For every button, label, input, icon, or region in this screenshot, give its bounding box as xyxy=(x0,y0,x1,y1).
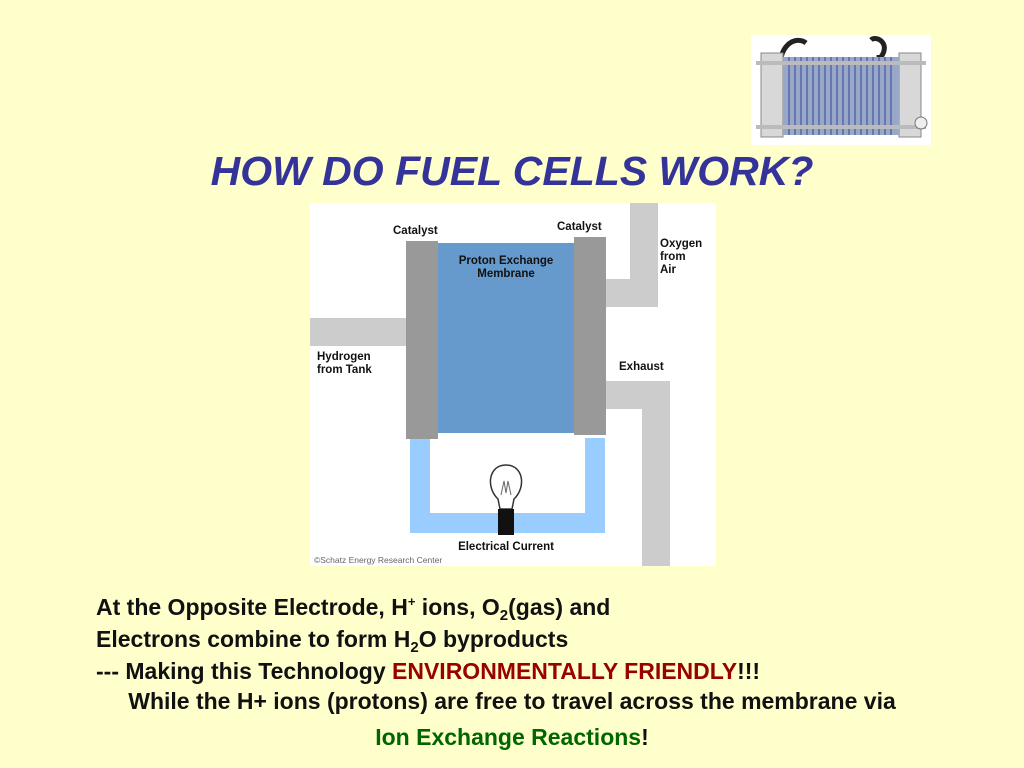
label-exhaust: Exhaust xyxy=(619,361,664,373)
label-membrane-2: Membrane xyxy=(477,268,535,280)
proton-exchange-membrane xyxy=(438,243,574,433)
oxygen-inlet-pipe-horizontal xyxy=(602,279,658,307)
ion-exchange-text: Ion Exchange Reactions xyxy=(375,724,642,750)
exhaust-pipe-vertical xyxy=(642,381,670,566)
fuel-cell-diagram: Catalyst Catalyst Proton Exchange Membra… xyxy=(310,203,716,566)
label-oxygen-3: Air xyxy=(660,264,677,276)
label-oxygen-2: from xyxy=(660,251,686,263)
explanation-text: At the Opposite Electrode, H+ ions, O2(g… xyxy=(96,591,760,687)
label-catalyst-right: Catalyst xyxy=(557,221,602,233)
fuel-cell-photo xyxy=(751,35,931,145)
environmentally-friendly-text: ENVIRONMENTALLY FRIENDLY xyxy=(392,658,738,684)
label-catalyst-left: Catalyst xyxy=(393,225,438,237)
label-hydrogen-1: Hydrogen xyxy=(317,351,371,363)
hydrogen-inlet-pipe xyxy=(310,318,410,346)
protons-line: While the H+ ions (protons) are free to … xyxy=(128,688,896,714)
ion-exchange-line: Ion Exchange Reactions! xyxy=(375,724,649,750)
label-hydrogen-2: from Tank xyxy=(317,364,372,376)
copyright-text: ©Schatz Energy Research Center xyxy=(314,555,442,565)
label-current: Electrical Current xyxy=(458,541,554,553)
explanation-line-2: Electrons combine to form H2O byproducts xyxy=(96,626,569,656)
catalyst-right xyxy=(574,237,606,435)
page-title: HOW DO FUEL CELLS WORK? xyxy=(210,148,814,194)
light-bulb-icon xyxy=(489,464,523,535)
label-oxygen-1: Oxygen xyxy=(660,238,702,250)
explanation-line-1: At the Opposite Electrode, H+ ions, O2(g… xyxy=(96,594,611,624)
catalyst-left xyxy=(406,241,438,439)
explanation-line-3: --- Making this Technology ENVIRONMENTAL… xyxy=(96,658,761,684)
label-membrane-1: Proton Exchange xyxy=(459,255,554,267)
